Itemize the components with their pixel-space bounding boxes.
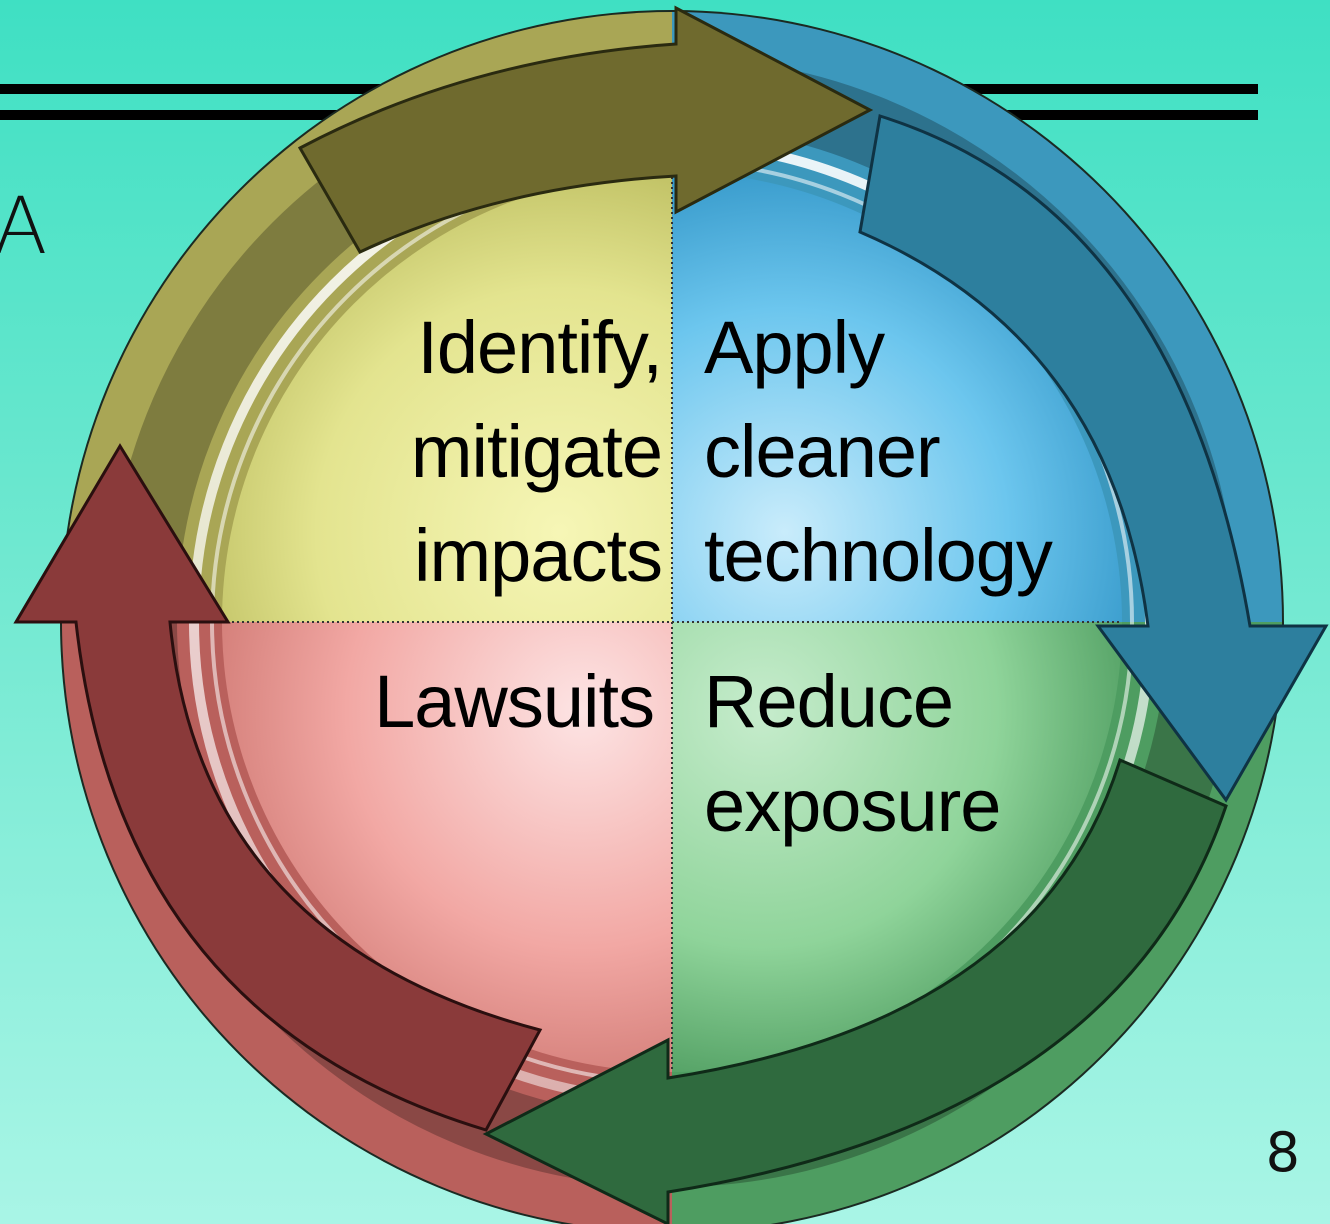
quadrant-top-left [222, 172, 672, 622]
cycle-arrow-bottom [482, 757, 1228, 1224]
cycle-arrow-top [297, 5, 874, 254]
slide-page-number: 8 [1265, 1121, 1300, 1184]
slide-title-fragment: A [0, 182, 48, 272]
quadrant-bottom-right [672, 622, 1122, 1072]
title-rule-bottom-left [0, 110, 360, 120]
quadrant-label-top-left: Identify, mitigate impacts [410, 296, 663, 608]
cycle-arrow-right [858, 114, 1329, 803]
quadrant-top-right [672, 172, 1122, 622]
quadrant-label-bottom-left: Lawsuits [374, 650, 655, 754]
quadrant-top-left-line-2: mitigate [410, 410, 663, 493]
quadrant-bottom-right-line-2: exposure [704, 764, 1001, 847]
title-rule-top-right [930, 84, 1258, 94]
quadrant-bottom-left [222, 622, 672, 1072]
quadrant-top-right-line-3: technology [704, 514, 1053, 597]
quadrant-label-top-right: Apply cleaner technology [704, 296, 1053, 608]
quadrant-top-left-line-1: Identify, [417, 306, 663, 389]
title-rule-top-left [0, 84, 420, 94]
quadrant-top-right-line-2: cleaner [704, 410, 941, 493]
quadrant-bottom-left-line-1: Lawsuits [374, 660, 655, 743]
quadrant-label-bottom-right: Reduce exposure [704, 650, 1001, 858]
title-rule-bottom-right [930, 110, 1258, 120]
cycle-arrow-left [13, 443, 543, 1132]
quadrant-top-left-line-3: impacts [414, 514, 663, 597]
quadrant-top-right-line-1: Apply [704, 306, 885, 389]
quadrant-bottom-right-line-1: Reduce [704, 660, 954, 743]
